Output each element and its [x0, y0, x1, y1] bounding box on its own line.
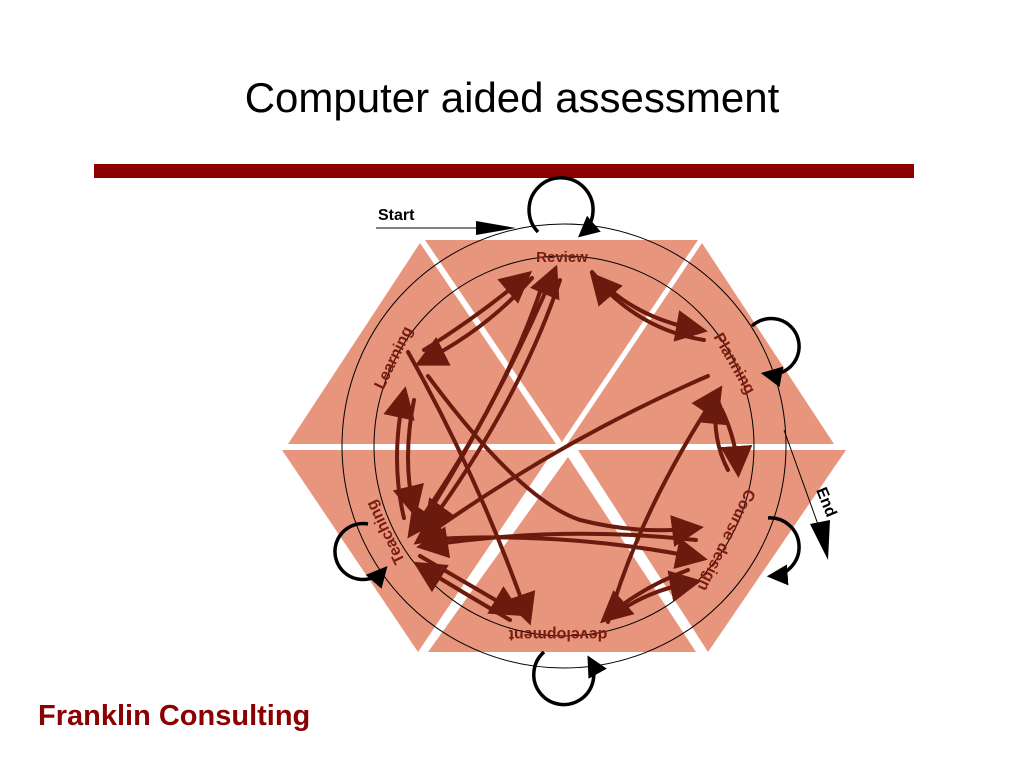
arrow-learning-to-development [406, 350, 536, 626]
arrow-teaching-to-course-design [418, 535, 708, 569]
loop-planning [750, 316, 801, 388]
inner-ring [373, 255, 755, 637]
arrow-learning-to-course-design [426, 374, 704, 547]
arrow-course-design-to-teaching [416, 526, 698, 559]
end-arrowhead [810, 520, 830, 560]
arrow-development-to-teaching [413, 561, 512, 622]
stage-label-development: development [508, 626, 607, 643]
segment-planning [567, 243, 834, 444]
segment-review [425, 240, 698, 442]
self-loops [333, 176, 801, 707]
start-arrowhead [476, 221, 516, 235]
arrow-development-to-course-design [616, 570, 702, 614]
end-line [783, 429, 821, 531]
arrow-planning-to-teaching [413, 374, 710, 545]
arrow-learning-to-teaching [392, 398, 424, 518]
arrow-review-to-learning [414, 276, 534, 366]
loop-course-design [766, 516, 801, 586]
outer-ring [341, 223, 787, 669]
transition-arrows [383, 264, 753, 626]
stage-label-review: Review [536, 249, 588, 266]
arrow-review-to-teaching-2 [423, 278, 562, 533]
loop-review [527, 176, 601, 238]
footer-brand: Franklin Consulting [38, 700, 311, 732]
arrow-teaching-to-review [416, 264, 560, 532]
slide-title: Computer aided assessment [244, 74, 780, 121]
loop-development [532, 650, 607, 707]
start-marker: Start [376, 207, 516, 235]
start-label: Start [378, 207, 415, 224]
title-divider-bar [94, 164, 914, 178]
end-label: End [812, 485, 839, 519]
arrow-planning-to-review [589, 271, 706, 342]
loop-teaching [333, 521, 388, 589]
